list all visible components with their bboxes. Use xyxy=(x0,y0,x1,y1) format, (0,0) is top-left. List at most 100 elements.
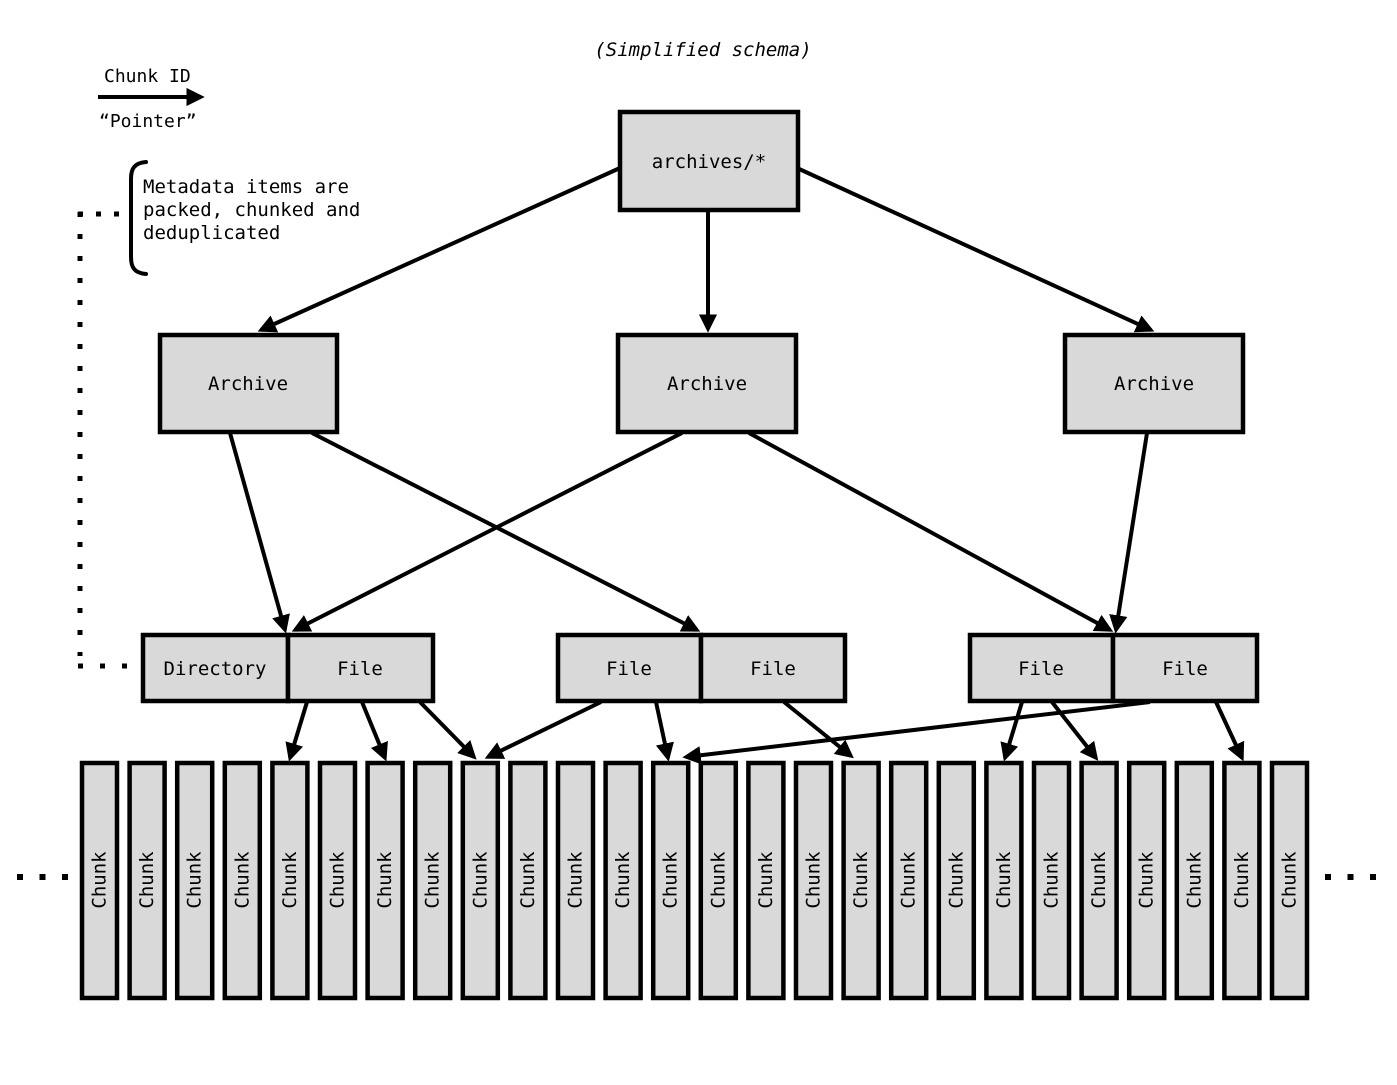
chunk-label: Chunk xyxy=(993,851,1015,909)
chunk-box xyxy=(508,760,548,1001)
chunk-label: Chunk xyxy=(469,851,491,909)
archive-3-label: Archive xyxy=(1114,373,1194,395)
ellipsis-dot xyxy=(1370,874,1376,880)
chunk-label: Chunk xyxy=(612,851,634,909)
dotted-connector xyxy=(77,211,148,669)
chunk-box xyxy=(1269,760,1310,1001)
chunk-label: Chunk xyxy=(945,851,967,909)
ellipsis-dot xyxy=(1325,874,1331,880)
annotation-line-1: Metadata items are xyxy=(143,176,349,198)
edge-archive-1-to-pair-1 xyxy=(228,432,290,634)
ellipsis-dot xyxy=(1347,874,1354,880)
edge-pair-3-file-2-to-chunk-25 xyxy=(1214,701,1245,762)
chunk-label: Chunk xyxy=(707,851,729,909)
chunk-label: Chunk xyxy=(565,851,587,909)
node-archive-2: Archive xyxy=(615,332,799,435)
pair-2-file-2-label: File xyxy=(750,658,796,680)
chunk-box xyxy=(936,760,977,1001)
chunk-label: Chunk xyxy=(898,851,920,909)
archive-3-box xyxy=(1062,332,1246,435)
chunk-box xyxy=(222,760,263,1001)
node-archive-3: Archive xyxy=(1062,332,1246,435)
edge-pair-2-file-2-to-chunk-17 xyxy=(782,700,854,759)
chunk-box xyxy=(746,760,786,1001)
node-pair-2: File File xyxy=(555,632,848,704)
chunk-box xyxy=(1031,760,1072,1001)
chunk-label: Chunk xyxy=(755,851,777,909)
chunk-box xyxy=(174,760,215,1001)
node-archive-1: Archive xyxy=(157,332,340,435)
ellipsis-right xyxy=(1325,874,1376,880)
archives-root-label: archives/* xyxy=(652,151,766,173)
pair-1-file-label: File xyxy=(337,658,383,680)
node-pair-3: File File xyxy=(967,632,1260,704)
chunk-box xyxy=(270,760,310,1001)
edge-pair-2-file-1-to-chunk-9 xyxy=(484,700,602,759)
chunk-label: Chunk xyxy=(803,851,825,909)
chunk-box xyxy=(984,760,1024,1001)
edge-pair-1-file-to-chunk-7 xyxy=(360,701,388,762)
legend-arrow-label: Chunk ID xyxy=(104,66,191,87)
ellipsis-dot xyxy=(62,874,68,880)
edge-archive-3-to-pair-3 xyxy=(1109,432,1149,634)
archive-1-box xyxy=(157,332,340,435)
chunk-box xyxy=(1174,760,1215,1001)
chunk-label: Chunk xyxy=(660,851,682,909)
chunk-label: Chunk xyxy=(89,851,111,909)
edge-pair-1-file-to-chunk-9 xyxy=(418,700,477,760)
chunk-label: Chunk xyxy=(1041,851,1063,909)
annotation: Metadata items are packed, chunked and d… xyxy=(129,160,360,276)
chunk-label: Chunk xyxy=(422,851,444,909)
pair-3-file-2-label: File xyxy=(1162,658,1208,680)
chunk-box xyxy=(555,760,596,1001)
chunk-label: Chunk xyxy=(279,851,301,909)
chunk-label: Chunk xyxy=(1088,851,1110,909)
chunk-box xyxy=(841,760,881,1001)
chunk-box xyxy=(650,760,691,1001)
chunk-box xyxy=(698,760,739,1001)
ellipsis-dot xyxy=(17,874,23,880)
edge-pair-2-file-1-to-chunk-13 xyxy=(654,701,674,762)
edge-archive-1-to-pair-2 xyxy=(311,431,701,632)
chunk-box xyxy=(79,760,120,1001)
pair-1-directory-box xyxy=(140,632,291,704)
edge-pair-3-file-1-to-chunk-22 xyxy=(1050,700,1099,761)
chunk-box xyxy=(1222,760,1262,1001)
chunk-label: Chunk xyxy=(1183,851,1205,909)
pair-1-file-box xyxy=(285,632,436,704)
chunk-label: Chunk xyxy=(136,851,158,909)
archive-1-label: Archive xyxy=(208,373,288,395)
pair-3-file-1-box xyxy=(967,632,1116,704)
chunk-label: Chunk xyxy=(374,851,396,909)
chunk-label: Chunk xyxy=(327,851,349,909)
ellipsis-dot xyxy=(39,874,46,880)
chunk-box xyxy=(793,760,834,1001)
chunk-box xyxy=(127,760,167,1001)
chunk-box xyxy=(317,760,358,1001)
archive-2-box xyxy=(615,332,799,435)
chunk-box xyxy=(1126,760,1167,1001)
diagram-title: (Simplified schema) xyxy=(594,39,811,61)
edge-root-to-archive-1 xyxy=(257,166,621,333)
legend: Chunk ID “Pointer” xyxy=(98,66,205,132)
edge-archive-2-to-pair-1 xyxy=(291,431,683,632)
pair-2-file-1-label: File xyxy=(606,658,652,680)
edge-pair-3-file-2-to-chunk-13 xyxy=(682,700,1151,765)
archive-2-label: Archive xyxy=(667,373,747,395)
chunk-box xyxy=(460,760,501,1001)
chunk-label: Chunk xyxy=(184,851,206,909)
chunk-label: Chunk xyxy=(1279,851,1301,909)
archives-root-box xyxy=(617,109,801,213)
chunk-label: Chunk xyxy=(231,851,253,909)
chunk-box xyxy=(603,760,643,1001)
edge-archive-2-to-pair-3 xyxy=(748,431,1114,632)
annotation-line-2: packed, chunked and xyxy=(143,199,360,221)
pair-1-directory-label: Directory xyxy=(164,658,267,680)
edge-pair-1-file-to-chunk-5 xyxy=(285,701,309,762)
pair-2-file-2-box xyxy=(698,632,848,704)
pair-3-file-2-box xyxy=(1110,632,1260,704)
ellipsis-left xyxy=(17,874,68,880)
edge-root-to-archive-3 xyxy=(796,166,1155,333)
chunk-box xyxy=(365,760,405,1001)
